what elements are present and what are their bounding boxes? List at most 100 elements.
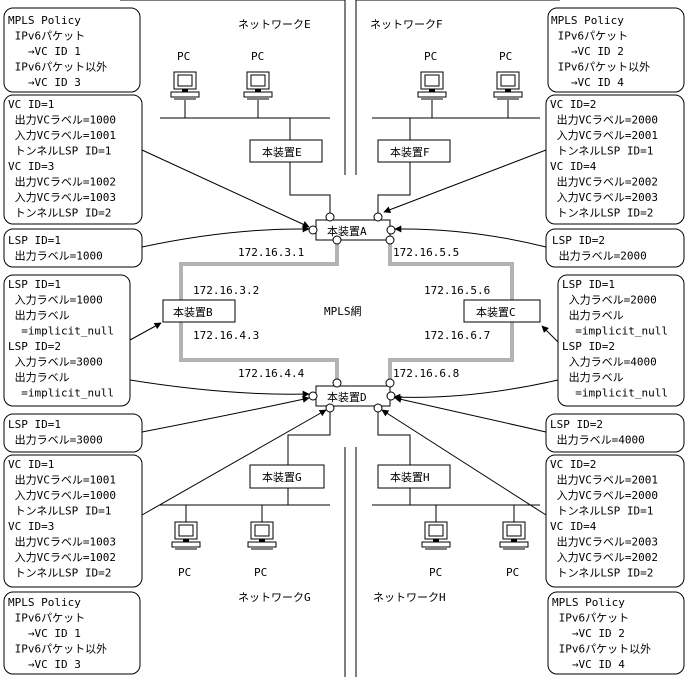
callout-line: 出力ラベル [8, 308, 70, 322]
callout-line: トンネルLSP ID=1 [8, 505, 111, 518]
device-g[interactable]: 本装置G [249, 464, 325, 489]
device-f[interactable]: 本装置F [377, 139, 451, 163]
device-c-label: 本装置C [476, 305, 516, 319]
device-c[interactable]: 本装置C [463, 299, 541, 323]
callout-line: →VC ID 4 [552, 658, 625, 671]
callout-line: 出力ラベル=2000 [552, 249, 647, 263]
callout-line: →VC ID 3 [8, 658, 81, 671]
lsp-callout-a-left-text: LSP ID=1 出力ラベル=1000 [8, 234, 103, 263]
policy-callout-g-text: MPLS Policy IPv6パケット →VC ID 1 IPv6パケット以外… [8, 596, 107, 671]
callout-line: IPv6パケット [8, 612, 85, 625]
ip-a-right: 172.16.5.5 [393, 246, 459, 259]
device-g-label: 本装置G [262, 470, 302, 484]
device-a[interactable]: 本装置A [308, 212, 396, 245]
lsp-callout-c: LSP ID=1 入力ラベル=2000 出力ラベル =implicit_null… [557, 274, 685, 407]
lsp-callout-c-text: LSP ID=1 入力ラベル=2000 出力ラベル =implicit_null… [562, 278, 668, 400]
callout-line: LSP ID=2 [552, 234, 605, 247]
lsp-callout-d-left-text: LSP ID=1 出力ラベル=3000 [8, 418, 103, 447]
lsp-callout-a-left: LSP ID=1 出力ラベル=1000 [3, 228, 143, 268]
device-h[interactable]: 本装置H [377, 464, 451, 489]
callout-line: 入力VCラベル=2001 [550, 129, 658, 142]
pc-icon [170, 71, 200, 100]
callout-line: トンネルLSP ID=2 [550, 207, 653, 220]
callout-line: →VC ID 4 [551, 76, 624, 89]
ip-b-bottom: 172.16.4.3 [193, 329, 259, 342]
callout-line: VC ID=4 [550, 160, 597, 173]
vc-callout-g: VC ID=1 出力VCラベル=1001 入力VCラベル=1000 トンネルLS… [3, 454, 143, 588]
policy-callout-e-text: MPLS Policy IPv6パケット →VC ID 1 IPv6パケット以外… [8, 14, 107, 89]
pc-icon [243, 71, 273, 100]
callout-line: 出力VCラベル=1001 [8, 473, 116, 487]
pc-icon [499, 521, 529, 550]
callout-line: IPv6パケット [552, 612, 629, 625]
callout-line: 出力VCラベル=2001 [550, 473, 658, 487]
callout-line: 入力VCラベル=1002 [8, 551, 116, 564]
callout-line: 入力ラベル=4000 [562, 356, 657, 369]
callout-arrows [129, 149, 559, 516]
pc-label: PC [506, 566, 519, 579]
device-d[interactable]: 本装置D [308, 378, 396, 413]
callout-line: →VC ID 1 [8, 627, 81, 640]
device-e-label: 本装置E [262, 145, 302, 159]
policy-callout-h-text: MPLS Policy IPv6パケット →VC ID 2 IPv6パケット以外… [552, 596, 651, 671]
callout-line: 出力ラベル [562, 308, 624, 322]
callout-line: トンネルLSP ID=2 [550, 567, 653, 580]
callout-line: VC ID=2 [550, 98, 596, 111]
callout-line: 入力VCラベル=2000 [550, 489, 658, 502]
callout-line: トンネルLSP ID=2 [8, 567, 111, 580]
callout-line: 出力ラベル=3000 [8, 433, 103, 447]
callout-line: VC ID=2 [550, 458, 596, 471]
lsp-callout-a-right: LSP ID=2 出力ラベル=2000 [545, 228, 685, 268]
callout-line: =implicit_null [562, 387, 668, 400]
callout-line: LSP ID=2 [8, 340, 61, 353]
network-g-label: ネットワークG [238, 591, 311, 604]
callout-line: 入力VCラベル=1001 [8, 129, 116, 142]
callout-line: →VC ID 1 [8, 45, 81, 58]
callout-line: 入力VCラベル=2002 [550, 551, 658, 564]
callout-line: LSP ID=1 [8, 278, 61, 291]
network-h-label: ネットワークH [373, 591, 446, 604]
callout-line: トンネルLSP ID=1 [8, 145, 111, 158]
callout-line: =implicit_null [8, 325, 114, 338]
callout-line: →VC ID 2 [551, 45, 624, 58]
callout-line: MPLS Policy [552, 596, 625, 609]
callout-line: VC ID=1 [8, 458, 54, 471]
device-e[interactable]: 本装置E [249, 139, 323, 163]
callout-line: =implicit_null [562, 325, 668, 338]
callout-line: VC ID=3 [8, 520, 54, 533]
callout-line: 出力VCラベル=2000 [550, 113, 658, 127]
ip-c-top: 172.16.5.6 [424, 284, 490, 297]
pc-label: PC [177, 50, 190, 63]
callout-line: 出力ラベル=4000 [550, 433, 645, 447]
pc-icon [171, 521, 201, 550]
pc-icon [493, 71, 523, 100]
device-b[interactable]: 本装置B [162, 299, 236, 323]
callout-line: →VC ID 2 [552, 627, 625, 640]
vc-callout-e-text: VC ID=1 出力VCラベル=1000 入力VCラベル=1001 トンネルLS… [8, 98, 116, 220]
lan-e [160, 100, 331, 215]
callout-line: MPLS Policy [8, 596, 81, 609]
callout-line: 出力VCラベル=1000 [8, 113, 116, 127]
pc-label: PC [178, 566, 191, 579]
vc-callout-f: VC ID=2 出力VCラベル=2000 入力VCラベル=2001 トンネルLS… [545, 94, 685, 225]
lan-h [372, 408, 540, 522]
pc-label: PC [254, 566, 267, 579]
callout-line: 出力VCラベル=1002 [8, 175, 116, 189]
ip-d-left: 172.16.4.4 [238, 367, 305, 380]
policy-callout-h: MPLS Policy IPv6パケット →VC ID 2 IPv6パケット以外… [547, 591, 685, 675]
callout-line: 出力VCラベル=2003 [550, 535, 658, 549]
callout-line: LSP ID=2 [550, 418, 603, 431]
callout-line: トンネルLSP ID=1 [550, 505, 653, 518]
network-f-label: ネットワークF [370, 18, 443, 31]
callout-line: IPv6パケット [8, 30, 85, 43]
pc-icon [247, 521, 277, 550]
callout-line: MPLS Policy [8, 14, 81, 27]
policy-callout-g: MPLS Policy IPv6パケット →VC ID 1 IPv6パケット以外… [3, 591, 141, 675]
pc-label: PC [429, 566, 442, 579]
pc-icon [421, 521, 451, 550]
callout-line: IPv6パケット以外 [551, 61, 650, 74]
callout-line: =implicit_null [8, 387, 114, 400]
callout-line: LSP ID=2 [562, 340, 615, 353]
